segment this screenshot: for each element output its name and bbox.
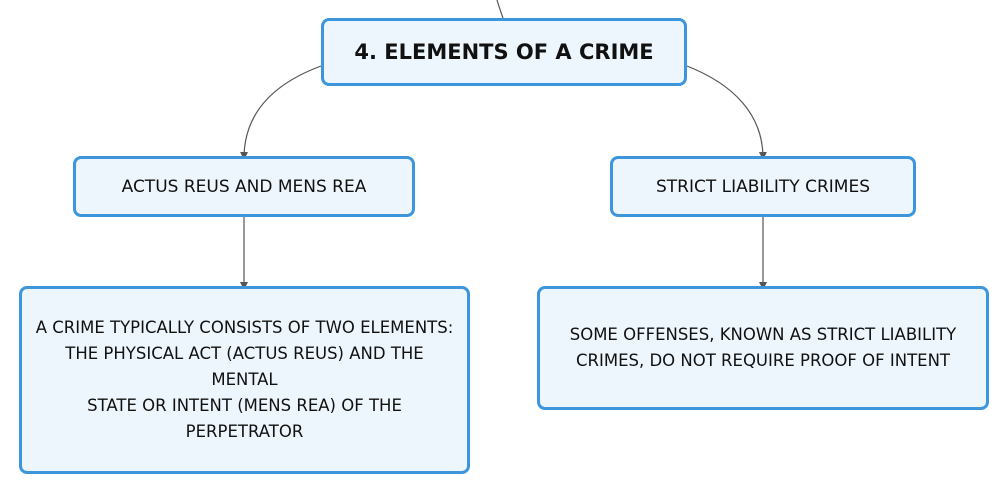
- incoming-connector: [496, 0, 504, 19]
- branch-node-label: STRICT LIABILITY CRIMES: [655, 176, 870, 197]
- branch-node-label: ACTUS REUS AND MENS REA: [121, 176, 367, 197]
- root-to-left-connector: [240, 65, 322, 160]
- leaf-node-text: A CRIME TYPICALLY CONSISTS OF TWO ELEMEN…: [35, 318, 454, 441]
- leaf-node-actus-reus-detail[interactable]: A CRIME TYPICALLY CONSISTS OF TWO ELEMEN…: [19, 286, 470, 474]
- branch-node-strict-liability[interactable]: STRICT LIABILITY CRIMES: [610, 156, 916, 217]
- root-node-label: 4. ELEMENTS OF A CRIME: [354, 40, 654, 64]
- root-to-right-connector: [686, 65, 767, 160]
- branch-node-actus-reus[interactable]: ACTUS REUS AND MENS REA: [73, 156, 415, 217]
- leaf-node-text: SOME OFFENSES, KNOWN AS STRICT LIABILITY…: [569, 325, 957, 370]
- leaf-node-strict-liability-detail[interactable]: SOME OFFENSES, KNOWN AS STRICT LIABILITY…: [537, 286, 989, 410]
- root-node[interactable]: 4. ELEMENTS OF A CRIME: [321, 18, 687, 86]
